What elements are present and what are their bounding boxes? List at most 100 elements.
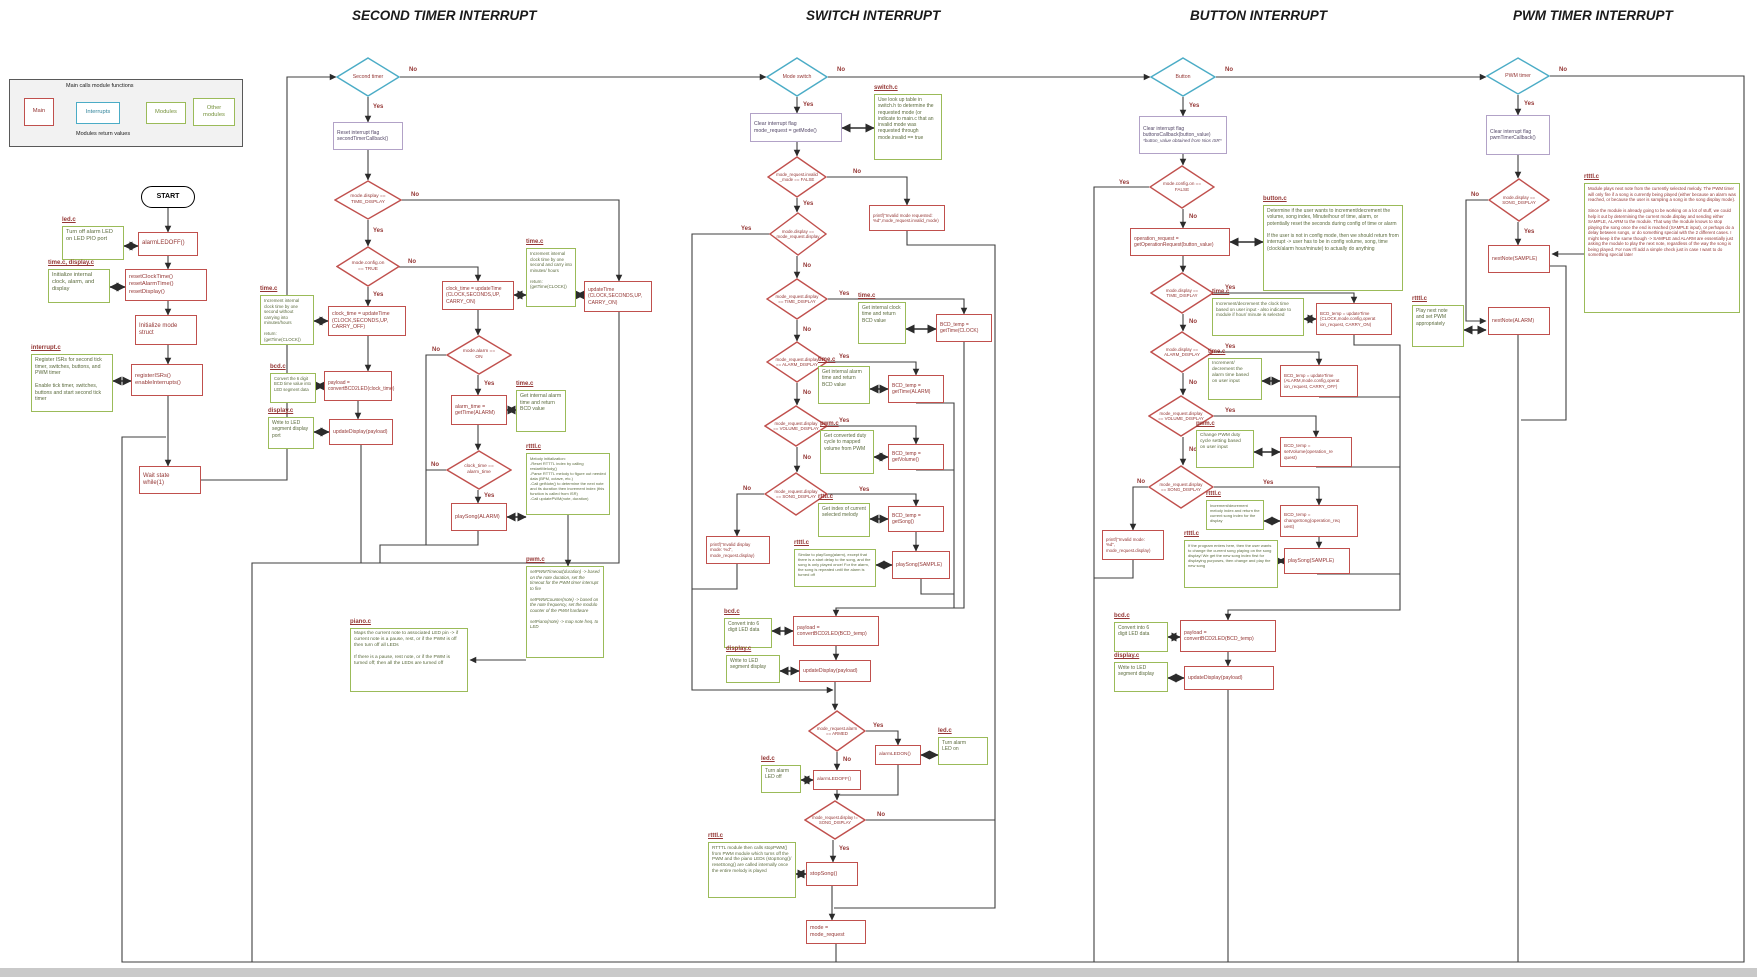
note-bcd-c-1: Convert the 6 digit BCD time value into … xyxy=(270,373,316,403)
note-time-display-c: Initialize internal clock, alarm, and di… xyxy=(48,269,110,303)
note-display-c-2: Write to LED segment display xyxy=(726,655,780,683)
note-piano-c: Maps the current note to associated LED … xyxy=(350,628,468,692)
process-stop-song: stopSong() xyxy=(806,862,858,886)
note-rtttl-c-play-next-label: Play next note and set PWM appropriately xyxy=(1416,308,1448,327)
note-time-c-btn-alarm-label: Increment/ decrement the alarm time base… xyxy=(1212,361,1249,384)
note-bcd-c-1-label: Convert the 6 digit BCD time value into … xyxy=(274,376,313,392)
note-time-c-carry: Increment internal clock time by one sec… xyxy=(526,248,576,307)
process-init-mode-struct-label: Initialize mode struct xyxy=(139,322,178,337)
note-button-c: Determine if the user wants to increment… xyxy=(1263,205,1403,291)
note-rtttl-c-stop: RTTTL module then calls stopPWM() from P… xyxy=(708,842,796,898)
note-time-c-btn-clock-label: Increment/decrement the clock time based… xyxy=(1216,301,1293,318)
legend-other-modules-box: Other modules xyxy=(193,98,235,126)
process-alarm-led-on-label: alarmLEDON() xyxy=(879,752,911,757)
branch-label-no: No xyxy=(852,169,862,175)
note-rtttl-c-melody-label: Melody initialization: -Reset RTTTL inde… xyxy=(530,456,606,501)
process-bcd-get-time-clock: BCD_temp = getTime(CLOCK) xyxy=(936,314,992,342)
flow-connector xyxy=(733,493,764,537)
flow-connector xyxy=(828,361,920,376)
note-pwm-c-functions: setPWMTimeout(duration) -> based on the … xyxy=(526,566,604,658)
process-wait-state: Wait state while(1) xyxy=(139,466,201,494)
note-time-c-no-carry-file-label: time.c xyxy=(260,286,278,292)
process-update-display-2: updateDisplay(payload) xyxy=(799,660,871,682)
note-pwm-c-functions-label: setPWMTimeout(duration) -> based on the … xyxy=(530,569,600,629)
decision-clock-equals-alarm: clock_time == alarm_time xyxy=(446,450,512,490)
decision-btn-alarm-display-label: mode.display == ALARM_DISPLAY xyxy=(1164,346,1200,358)
branch-label-yes: Yes xyxy=(1224,408,1237,414)
start-terminator-label: START xyxy=(156,192,180,200)
decision-mode-display-same-label: mode.display == mode_request.display xyxy=(776,228,820,240)
branch-label-no: No xyxy=(802,327,812,333)
flow-connector xyxy=(379,531,479,563)
note-time-display-c-file-label: time.c, display.c xyxy=(48,260,94,266)
isr-mode-switch-label: Mode switch xyxy=(782,73,812,80)
branch-label-no: No xyxy=(802,390,812,396)
process-btn-update-alarm: BCD_temp = updateTime (ALARM,mode.config… xyxy=(1280,365,1358,397)
isr-second-timer-label: Second timer xyxy=(352,73,384,80)
note-display-c-1-file-label: display.c xyxy=(268,408,294,414)
process-register-isrs-label: registerISRs() enableInterrupts() xyxy=(135,372,181,386)
legend-interrupts-box-label: Interrupts xyxy=(85,109,111,116)
branch-label-yes: Yes xyxy=(1188,103,1201,109)
flow-connector xyxy=(1214,486,1323,506)
branch-label-yes: Yes xyxy=(372,228,385,234)
flow-connector xyxy=(691,233,834,694)
note-switch-c-file-label: switch.c xyxy=(874,85,898,91)
note-rtttl-c-melody-file-label: rtttl.c xyxy=(526,444,541,450)
process-init-mode-struct: Initialize mode struct xyxy=(135,315,197,345)
branch-label-yes: Yes xyxy=(838,354,851,360)
process-get-alarm-time-label: alarm_time = getTime(ALARM) xyxy=(455,403,495,417)
note-button-c-file-label: button.c xyxy=(1263,196,1287,202)
legend-calls-label-label: Main calls module functions xyxy=(66,83,134,89)
branch-label-no: No xyxy=(836,67,846,73)
note-display-c-3-label: Write to LED segment display xyxy=(1118,665,1155,678)
decision-clock-equals-alarm-label: clock_time == alarm_time xyxy=(464,464,494,475)
note-time-c-get-clock: Get internal clock time and return BCD v… xyxy=(858,302,906,344)
flow-connector xyxy=(834,231,996,909)
process-update-time-carry-off-label: clock_time = updateTime (CLOCK,SECONDS,U… xyxy=(332,311,390,331)
note-pwm-c-btn-volume-label: Change PWM duty cycle setting based on u… xyxy=(1200,433,1241,450)
process-update-time-2: updateTime (CLOCK,SECONDS,UP, CARRY_ON) xyxy=(584,281,652,312)
flow-connector xyxy=(121,75,1745,963)
process-btn-set-volume: BCD_temp = setVolume(operation_re quest) xyxy=(1280,437,1352,467)
note-led-c-main-file-label: led.c xyxy=(62,217,76,223)
decision-btn-alarm-display: mode.display == ALARM_DISPLAY xyxy=(1150,331,1214,373)
process-register-isrs: registerISRs() enableInterrupts() xyxy=(131,364,203,396)
branch-label-yes: Yes xyxy=(1523,101,1536,107)
isr-pwm-timer-label: PWM timer xyxy=(1505,72,1531,79)
process-convert-clock-time-label: payload = convertBCD2LED(clock_time) xyxy=(328,379,395,392)
process-bcd-get-time-alarm: BCD_temp = getTime(ALARM) xyxy=(888,375,944,403)
branch-label-yes: Yes xyxy=(1118,180,1131,186)
process-mode-assign: mode = mode_request xyxy=(806,920,866,944)
flow-connector xyxy=(201,73,337,481)
bottom-edge-strip xyxy=(0,968,1757,977)
branch-label-no: No xyxy=(802,263,812,269)
process-btn-convert: payload = convertBCD2LED(BCD_temp) xyxy=(1180,620,1276,652)
flow-connector xyxy=(1214,351,1323,366)
note-button-c-label: Determine if the user wants to increment… xyxy=(1267,208,1399,252)
decision-btn-song-display-label: mode_request.display == SONG_DISPLAY xyxy=(1159,481,1203,493)
flow-connector xyxy=(832,342,965,617)
decision-mode-config-on-label: mode.config.on == TRUE xyxy=(351,260,385,272)
note-time-c-get-alarm-2-file-label: time.c xyxy=(818,357,836,363)
branch-label-yes: Yes xyxy=(838,846,851,852)
note-rtttl-c-btn-song-file-label: rtttl.c xyxy=(1206,491,1221,497)
note-led-c-main-label: Turn off alarm LED on LED PIO port xyxy=(66,229,115,242)
process-update-display-1-label: updateDisplay(payload) xyxy=(333,428,388,435)
callback-second-timer-label: Reset interrupt flag secondTimerCallback… xyxy=(337,129,389,142)
flow-connector xyxy=(1214,292,1358,304)
note-time-display-c-label: Initialize internal clock, alarm, and di… xyxy=(52,272,96,292)
start-terminator: START xyxy=(141,186,195,208)
branch-label-no: No xyxy=(1558,67,1568,73)
note-time-c-no-carry: Increment internal clock time by one sec… xyxy=(260,295,314,345)
branch-label-yes: Yes xyxy=(802,201,815,207)
isr-button: Button xyxy=(1150,57,1216,97)
process-get-operation-request-label: operation_request = getOperationRequest(… xyxy=(1134,235,1214,248)
note-bcd-c-3: Convert into 6 digit LED data xyxy=(1114,622,1168,652)
process-play-song-alarm-label: playSong(ALARM) xyxy=(455,513,500,520)
process-btn-change-song: BCD_temp = changeSong(operation_req uest… xyxy=(1280,505,1358,537)
process-alarm-led-off-label: alarmLEDOFF() xyxy=(142,240,185,247)
process-next-note-sample: nextNote(SAMPLE) xyxy=(1488,245,1550,273)
process-alarm-led-off-2: alarmLEDOFF() xyxy=(813,770,861,790)
legend-main-box: Main xyxy=(24,98,54,126)
